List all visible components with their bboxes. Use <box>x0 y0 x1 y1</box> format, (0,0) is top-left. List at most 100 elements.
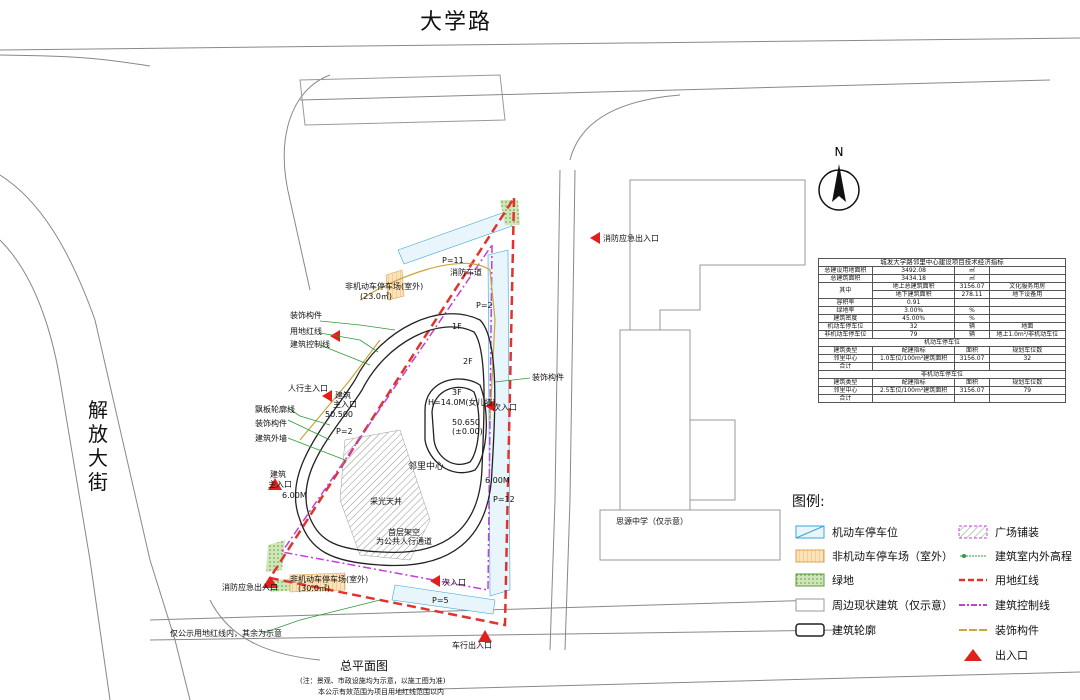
table-cell: 地下建筑面积 <box>871 290 956 299</box>
legend-label: 非机动车停车场（室外） <box>832 550 953 563</box>
legend-green: 绿地 <box>795 572 854 588</box>
table-cell <box>988 306 1067 315</box>
table-cell: 总建筑面积 <box>818 274 873 283</box>
table-title: 城发大学路邻里中心建设项目技术经济指标 <box>818 258 1066 267</box>
label-height: H=14.0M(女儿墙) <box>428 398 496 407</box>
table-cell: 机动车停车位 <box>818 322 873 331</box>
table-cell: 3156.07 <box>954 354 990 363</box>
legend-parking: 机动车停车位 <box>795 524 898 540</box>
entrance-triangle-icon <box>958 648 988 662</box>
table-cell: 非机动车停车位 <box>818 330 873 339</box>
legend-control-line: 建筑控制线 <box>958 597 1050 613</box>
table-cell: 79 <box>871 330 956 339</box>
table-cell: 绿地率 <box>818 306 873 315</box>
plaza-swatch-icon <box>958 525 988 539</box>
table-cell: ㎡ <box>954 266 990 275</box>
table-cell: 3156.07 <box>954 386 990 395</box>
table-cell: 3492.08 <box>871 266 956 275</box>
label-bike-south-area: (30.0㎡) <box>298 584 331 593</box>
label-deco-east: 装饰构件 <box>532 373 564 382</box>
legend-deco: 装饰构件 <box>958 622 1039 638</box>
legend-label: 用地红线 <box>995 574 1039 587</box>
table-cell: 文化服务用房 <box>988 282 1067 291</box>
table-cell: 278.11 <box>954 290 990 299</box>
control-line-swatch-icon <box>958 598 988 612</box>
road-jiefang: 解放大街 <box>88 398 108 494</box>
table-cell: 配建指标 <box>871 378 956 387</box>
plan-title: 总平面图 <box>340 659 389 673</box>
label-p5: P=5 <box>432 596 449 605</box>
surrounding-swatch-icon <box>795 598 825 612</box>
table-cell: 32 <box>988 354 1067 363</box>
label-canopy-line: 飘板轮廓线 <box>255 405 295 414</box>
label-deco-1: 装饰构件 <box>290 311 322 320</box>
legend-label: 广场铺装 <box>995 526 1039 539</box>
table-cell: 规划车位数 <box>988 346 1067 355</box>
site-red-line <box>267 193 516 627</box>
table-cell: 1.0车位/100m²建筑面积 <box>871 354 956 363</box>
legend-entrance: 出入口 <box>958 647 1028 663</box>
label-p2b: P=2 <box>336 427 353 436</box>
deco-swatch-icon <box>958 623 988 637</box>
label-bike-north: 非机动车停车场(室外) <box>345 282 424 291</box>
table-cell: 2.5车位/100m²建筑面积 <box>871 386 956 395</box>
red-line-swatch-icon <box>958 573 988 587</box>
table-cell <box>954 298 990 307</box>
table-cell: 合计 <box>818 362 873 371</box>
table-cell: 配建指标 <box>871 346 956 355</box>
label-atrium: 采光天井 <box>370 497 402 506</box>
deco-line <box>299 262 496 441</box>
table-cell: 面积 <box>954 378 990 387</box>
label-bld-entry-1b: 主入口 <box>333 400 357 409</box>
label-p11: P=11 <box>442 256 464 265</box>
label-1f: 1F <box>452 322 462 331</box>
table-cell: 79 <box>988 386 1067 395</box>
leader-lines <box>262 320 531 634</box>
table-cell: 地上总建筑面积 <box>871 282 956 291</box>
label-fire-road: 消防车道 <box>450 268 482 277</box>
table-cell: 3156.07 <box>954 282 990 291</box>
table-cell <box>988 266 1067 275</box>
label-ctrl-line: 建筑控制线 <box>290 340 330 349</box>
label-p2a: P=2 <box>476 301 493 310</box>
legend-label: 周边现状建筑（仅示意） <box>832 599 953 612</box>
label-sec-entry-s: 次入口 <box>442 578 466 587</box>
legend-label: 出入口 <box>995 649 1028 662</box>
surrounding-buildings <box>299 74 806 561</box>
bike-swatch-icon <box>795 549 825 563</box>
label-elev-top: 50.650 <box>452 418 480 427</box>
label-bld-entry-1: 建筑 <box>335 391 351 400</box>
green-swatch-icon <box>795 573 825 587</box>
table-cell: 辆 <box>954 330 990 339</box>
table-cell: 建筑类型 <box>818 378 873 387</box>
legend-red-line: 用地红线 <box>958 572 1039 588</box>
label-bld-entry-2: 建筑 <box>270 470 286 479</box>
north-arrow-icon: N <box>818 145 860 211</box>
table-cell <box>988 298 1067 307</box>
table-cell: 3434.18 <box>871 274 956 283</box>
table-cell: 容积率 <box>818 298 873 307</box>
north-label: N <box>835 145 844 159</box>
legend-label: 绿地 <box>832 574 854 587</box>
table-cell: 合计 <box>818 394 873 403</box>
table-cell <box>954 394 990 403</box>
label-overhead-2: 为公共人行通道 <box>376 537 432 546</box>
plan-note-1: (注：景观、市政设施均为示意，以施工图为准) <box>300 677 446 685</box>
parking-strips <box>391 211 513 615</box>
outline-swatch-icon <box>795 623 825 637</box>
table-cell: 32 <box>871 322 956 331</box>
building-outline <box>294 313 496 567</box>
label-bld-entry-2b: 主入口 <box>268 480 292 489</box>
table-cell: 邻里中心 <box>818 386 873 395</box>
table-cell: 面积 <box>954 346 990 355</box>
table-cell: 地面 <box>988 322 1067 331</box>
legend-label: 建筑轮廓 <box>832 624 876 637</box>
table-bike-title: 非机动车停车位 <box>818 370 1066 379</box>
elevation-swatch-icon <box>958 549 988 563</box>
label-p12: P=12 <box>493 495 515 504</box>
table-cell: 辆 <box>954 322 990 331</box>
label-2f: 2F <box>463 357 473 366</box>
label-elev-500: 50.500 <box>325 410 353 419</box>
label-vehicle-entry: 车行出入口 <box>452 641 492 650</box>
